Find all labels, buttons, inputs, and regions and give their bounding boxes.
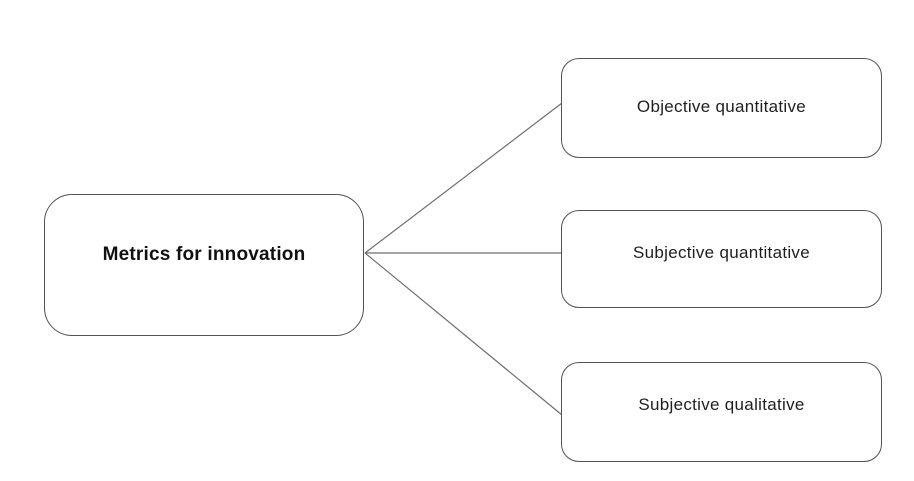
node-metrics-for-innovation-label: Metrics for innovation bbox=[102, 244, 306, 265]
node-metrics-for-innovation: Metrics for innovation bbox=[44, 194, 364, 336]
node-objective-quantitative-label: Objective quantitative bbox=[636, 97, 807, 116]
connector-root-to-objective-quantitative bbox=[364, 102, 563, 254]
node-subjective-quantitative-label: Subjective quantitative bbox=[632, 243, 810, 262]
node-subjective-qualitative: Subjective qualitative bbox=[561, 362, 882, 462]
node-objective-quantitative: Objective quantitative bbox=[561, 58, 882, 158]
connector-root-to-subjective-qualitative bbox=[364, 252, 563, 416]
node-subjective-qualitative-label: Subjective qualitative bbox=[638, 395, 805, 414]
node-subjective-quantitative: Subjective quantitative bbox=[561, 210, 882, 308]
